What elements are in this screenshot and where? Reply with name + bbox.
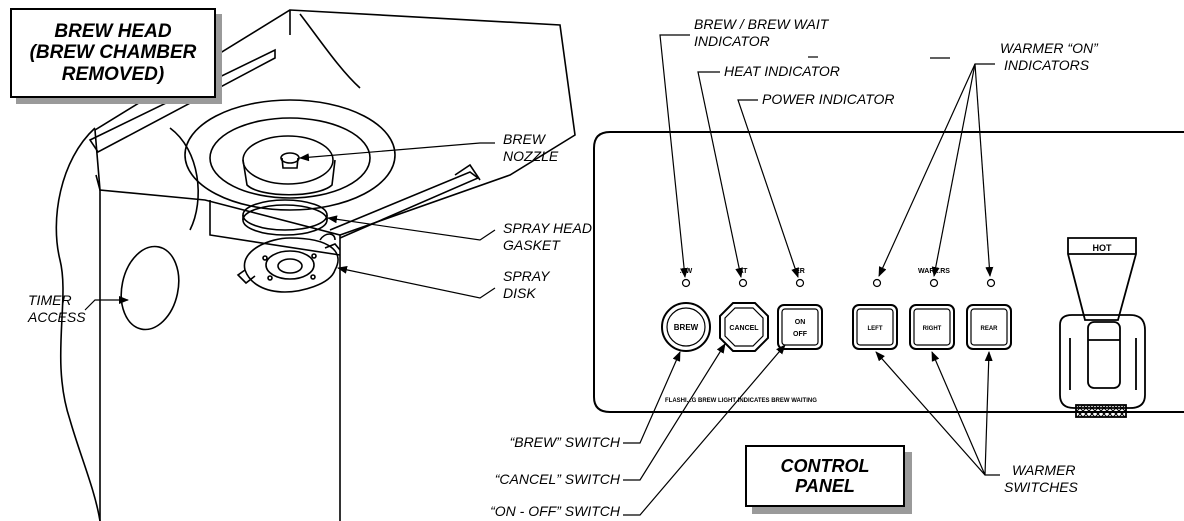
panel-label-onoff-1: ON [795, 319, 806, 326]
control-panel-drawing [593, 131, 1184, 418]
panel-label-right-button: RIGHT [923, 326, 942, 332]
panel-label-onoff-2: OFF [793, 331, 808, 338]
panel-label-warmers-led: WAR...RS [918, 268, 950, 275]
callout-spray-head-gasket-line2: GASKET [503, 237, 560, 253]
brew-head-title-line3: REMOVED) [61, 63, 165, 85]
onoff-button-shape [777, 304, 823, 350]
brew-head-outer-ring [184, 99, 396, 211]
callout-timer-access-line1: TIMER [28, 292, 72, 308]
callout-heat-indicator: HEAT INDICATOR [724, 63, 840, 80]
body-cut-edge-right [169, 127, 199, 231]
panel-label-brew-button: BREW [674, 323, 699, 332]
left-button-shape [852, 304, 898, 350]
brew-head-title-box: BREW HEAD (BREW CHAMBER REMOVED) [10, 8, 216, 98]
rail-right [329, 171, 480, 239]
timer-access [120, 245, 180, 331]
callout-brew-switch: “BREW” SWITCH [480, 434, 620, 451]
led-warmer-right [929, 278, 939, 288]
right-button-shape [909, 304, 955, 350]
callout-power-indicator: POWER INDICATOR [762, 91, 895, 108]
control-panel-title-line2: PANEL [795, 476, 855, 496]
callout-warmer-switches-line2: SWITCHES [1004, 479, 1078, 495]
callout-heat-indicator-text: HEAT INDICATOR [724, 63, 840, 79]
panel-label-power-led: ER [795, 268, 805, 275]
callout-warmer-on-indicators-line2: INDICATORS [1004, 57, 1090, 73]
panel-labels: ...W AT ER WAR...RS BREW CANCEL ON OFF L… [665, 243, 1112, 404]
brew-nozzle [280, 152, 300, 164]
callout-spray-disk: SPRAY DISK [503, 268, 549, 302]
callout-brew-nozzle: BREW NOZZLE [503, 131, 558, 165]
panel-label-heat-led: AT [739, 268, 749, 275]
panel-label-footer-note: FLASHI...G BREW LIGHT INDICATES BREW WAI… [665, 398, 817, 404]
callout-spray-head-gasket-line1: SPRAY HEAD [503, 220, 592, 236]
callout-spray-disk-line2: DISK [503, 285, 536, 301]
callout-warmer-on-indicators-line1: WARMER “ON” [1000, 40, 1098, 56]
cancel-button-shape [719, 302, 769, 352]
led-power [795, 278, 805, 288]
callout-spray-disk-line1: SPRAY [503, 268, 550, 284]
brew-head-title-line1: BREW HEAD [54, 21, 172, 43]
brew-head-title-line2: (BREW CHAMBER [29, 42, 197, 64]
callout-cancel-switch-text: “CANCEL” SWITCH [494, 471, 620, 487]
rear-button-shape [966, 304, 1012, 350]
callout-timer-access: TIMER ACCESS [28, 292, 86, 326]
callout-warmer-on-indicators: WARMER “ON” INDICATORS [1000, 40, 1098, 74]
callout-warmer-switches: WARMER SWITCHES [1004, 462, 1078, 496]
panel-label-brew-led: ...W [680, 268, 693, 275]
callout-brew-nozzle-line2: NOZZLE [503, 148, 559, 164]
faucet [1059, 237, 1146, 418]
panel-label-rear-button: REAR [980, 326, 998, 332]
brew-head-drawing [55, 9, 576, 521]
callout-brew-wait-indicator: BREW / BREW WAIT INDICATOR [694, 16, 828, 50]
leader-lines [84, 34, 1000, 516]
panel-outline [593, 131, 1184, 413]
callout-spray-head-gasket: SPRAY HEAD GASKET [503, 220, 592, 254]
brew-button-shape [661, 302, 711, 352]
callout-brew-switch-text: “BREW” SWITCH [509, 434, 620, 450]
callout-brew-wait-indicator-line2: INDICATOR [694, 33, 770, 49]
callout-timer-access-line2: ACCESS [28, 309, 86, 325]
led-brew [681, 278, 691, 288]
led-warmer-left [872, 278, 882, 288]
callout-on-off-switch: “ON - OFF” SWITCH [460, 503, 620, 520]
led-heat [738, 278, 748, 288]
panel-label-left-button: LEFT [868, 326, 883, 332]
callout-brew-nozzle-line1: BREW [503, 131, 545, 147]
body-cut-edge-left [55, 127, 101, 521]
callout-brew-wait-indicator-line1: BREW / BREW WAIT [694, 16, 829, 32]
spray-disk [243, 237, 339, 293]
callout-cancel-switch: “CANCEL” SWITCH [460, 471, 620, 488]
control-panel-title-box: CONTROL PANEL [745, 445, 905, 507]
panel-label-cancel-button: CANCEL [729, 325, 759, 332]
callout-warmer-switches-line1: WARMER [1012, 462, 1076, 478]
led-warmer-rear [986, 278, 996, 288]
control-panel-title-line1: CONTROL [780, 455, 870, 476]
callout-on-off-switch-text: “ON - OFF” SWITCH [490, 503, 620, 519]
callout-power-indicator-text: POWER INDICATOR [762, 91, 895, 107]
panel-label-faucet-hot: HOT [1093, 243, 1113, 253]
